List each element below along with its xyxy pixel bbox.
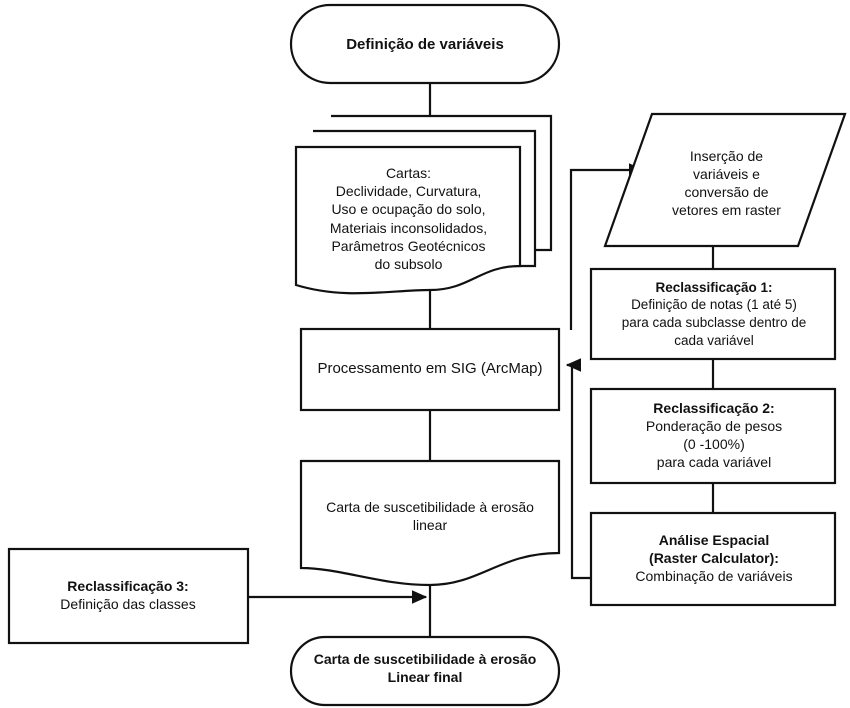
edge-processamento-to-insercao: [569, 163, 645, 330]
node-carta-suscetibilidade-shape[interactable]: [299, 459, 561, 587]
node-start-shape[interactable]: [289, 3, 561, 85]
node-final-shape[interactable]: [289, 635, 561, 707]
node-reclassificacao2-shape[interactable]: [589, 387, 837, 485]
node-insercao-shape[interactable]: [603, 112, 847, 248]
node-reclassificacao3-shape[interactable]: [7, 547, 250, 645]
node-reclassificacao1-shape[interactable]: [589, 267, 837, 361]
node-analise-espacial-shape[interactable]: [589, 511, 837, 607]
node-cartas-shape[interactable]: [294, 145, 522, 295]
node-processamento-shape[interactable]: [299, 327, 561, 412]
edge-analise-to-processamento: [565, 358, 591, 580]
